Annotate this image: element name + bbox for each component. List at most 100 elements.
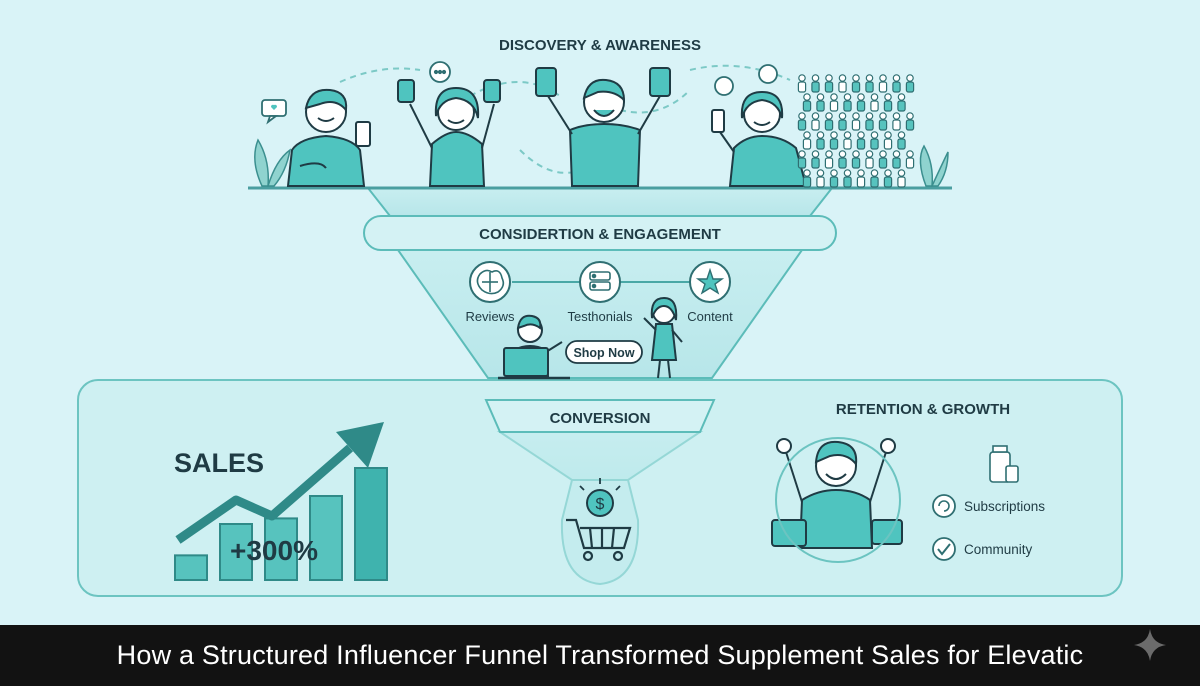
influencer-2 (397, 79, 501, 187)
content-node (689, 261, 731, 303)
shop-now-label: Shop Now (573, 346, 634, 360)
audience-person-icon (829, 93, 839, 112)
sales-bar (354, 467, 388, 581)
supplement-jar-icon (535, 67, 557, 97)
shop-now-button[interactable] (565, 340, 643, 364)
audience-person-icon (870, 93, 879, 112)
audience-person-icon (897, 131, 906, 150)
customer-halo (775, 437, 901, 563)
audience-person-icon (883, 131, 893, 150)
audience-person-icon (802, 93, 812, 112)
audience-person-icon (865, 150, 874, 169)
audience-person-icon (856, 131, 866, 150)
stage-conversion-label: CONVERSION (550, 410, 651, 427)
supplement-jar-icon (397, 79, 415, 103)
plant-left-icon (254, 138, 292, 187)
caption-bar: How a Structured Influencer Funnel Trans… (0, 625, 1200, 686)
audience-person-icon (838, 112, 847, 131)
package-box-icon (871, 519, 903, 545)
audience-person-icon (878, 74, 888, 93)
stage-consideration-label: CONSIDERTION & ENGAGEMENT (479, 226, 721, 243)
audience-person-icon (797, 112, 807, 131)
audience-person-icon (824, 112, 834, 131)
funnel-top-section (365, 187, 835, 217)
sales-label: SALES (174, 448, 264, 478)
supplement-bottles-icon (989, 445, 1019, 483)
audience-person-icon (838, 74, 847, 93)
audience-person-icon (816, 93, 825, 112)
audience-person-icon (892, 112, 901, 131)
supplement-jar-icon (483, 79, 501, 103)
audience-person-icon (843, 131, 852, 150)
influencer-4 (711, 90, 808, 187)
audience-person-icon (811, 112, 820, 131)
dollar-sign-glyph: $ (596, 496, 605, 513)
audience-person-icon (811, 74, 820, 93)
audience-person-icon (892, 150, 901, 169)
audience-person-icon (883, 93, 893, 112)
sales-bar-chart (174, 467, 388, 582)
caption-text: How a Structured Influencer Funnel Trans… (116, 640, 1084, 670)
engagement-item-content: Content (687, 309, 733, 324)
audience-person-icon (892, 74, 901, 93)
audience-crowd (797, 74, 915, 188)
refresh-icon (932, 494, 956, 518)
document-stack-icon (589, 271, 611, 291)
consideration-band (363, 215, 837, 251)
brain-icon (476, 269, 505, 295)
audience-person-icon (905, 112, 915, 131)
shopping-cart-icon (566, 518, 632, 562)
audience-person-icon (865, 74, 874, 93)
audience-person-icon (865, 112, 874, 131)
stage-discovery-label: DISCOVERY & AWARENESS (499, 37, 701, 54)
audience-person-icon (843, 93, 852, 112)
influencer-3 (535, 67, 671, 187)
plant-right-icon (919, 144, 949, 187)
heart-chat-icon (261, 99, 287, 125)
shopper-woman (643, 296, 683, 379)
audience-person-icon (878, 112, 888, 131)
audience-person-icon (878, 150, 888, 169)
sales-bar (264, 517, 298, 582)
audience-person-icon (811, 150, 820, 169)
laptop-user (498, 314, 570, 380)
retention-item-subscriptions: Subscriptions (964, 499, 1045, 514)
growth-arrow-icon (175, 444, 353, 544)
audience-person-icon (897, 169, 906, 188)
retention-item-community: Community (964, 542, 1033, 557)
audience-person-icon (851, 112, 861, 131)
audience-person-icon (883, 169, 893, 188)
sales-bar (174, 554, 208, 581)
notification-icon (714, 64, 778, 96)
audience-person-icon (843, 169, 852, 188)
audience-person-icon (829, 169, 839, 188)
sales-growth-value: +300% (230, 535, 318, 566)
audience-person-icon (856, 93, 866, 112)
audience-person-icon (797, 150, 807, 169)
audience-person-icon (870, 131, 879, 150)
audience-person-icon (870, 169, 879, 188)
speech-bubble-icon (429, 61, 451, 83)
conversion-band (484, 399, 716, 433)
audience-person-icon (851, 150, 861, 169)
audience-person-icon (816, 169, 825, 188)
star-icon (695, 267, 725, 295)
sparkle-icon (1134, 629, 1166, 661)
audience-person-icon (856, 169, 866, 188)
stage-retention-label: RETENTION & GROWTH (836, 401, 1010, 418)
engagement-item-testimonials: Testhonials (567, 309, 633, 324)
audience-person-icon (905, 74, 915, 93)
audience-person-icon (838, 150, 847, 169)
audience-person-icon (802, 131, 812, 150)
audience-person-icon (824, 150, 834, 169)
audience-person-icon (802, 169, 812, 188)
audience-person-icon (905, 150, 915, 169)
package-box-icon (771, 519, 807, 547)
supplement-jar-icon (649, 67, 671, 97)
dollar-coin-icon (579, 478, 621, 517)
audience-person-icon (897, 93, 906, 112)
testimonials-node (579, 261, 621, 303)
audience-person-icon (797, 74, 807, 93)
growth-arrow-head (336, 422, 384, 468)
influencer-funnel-diagram: $ DISCOV (77, 37, 1123, 597)
